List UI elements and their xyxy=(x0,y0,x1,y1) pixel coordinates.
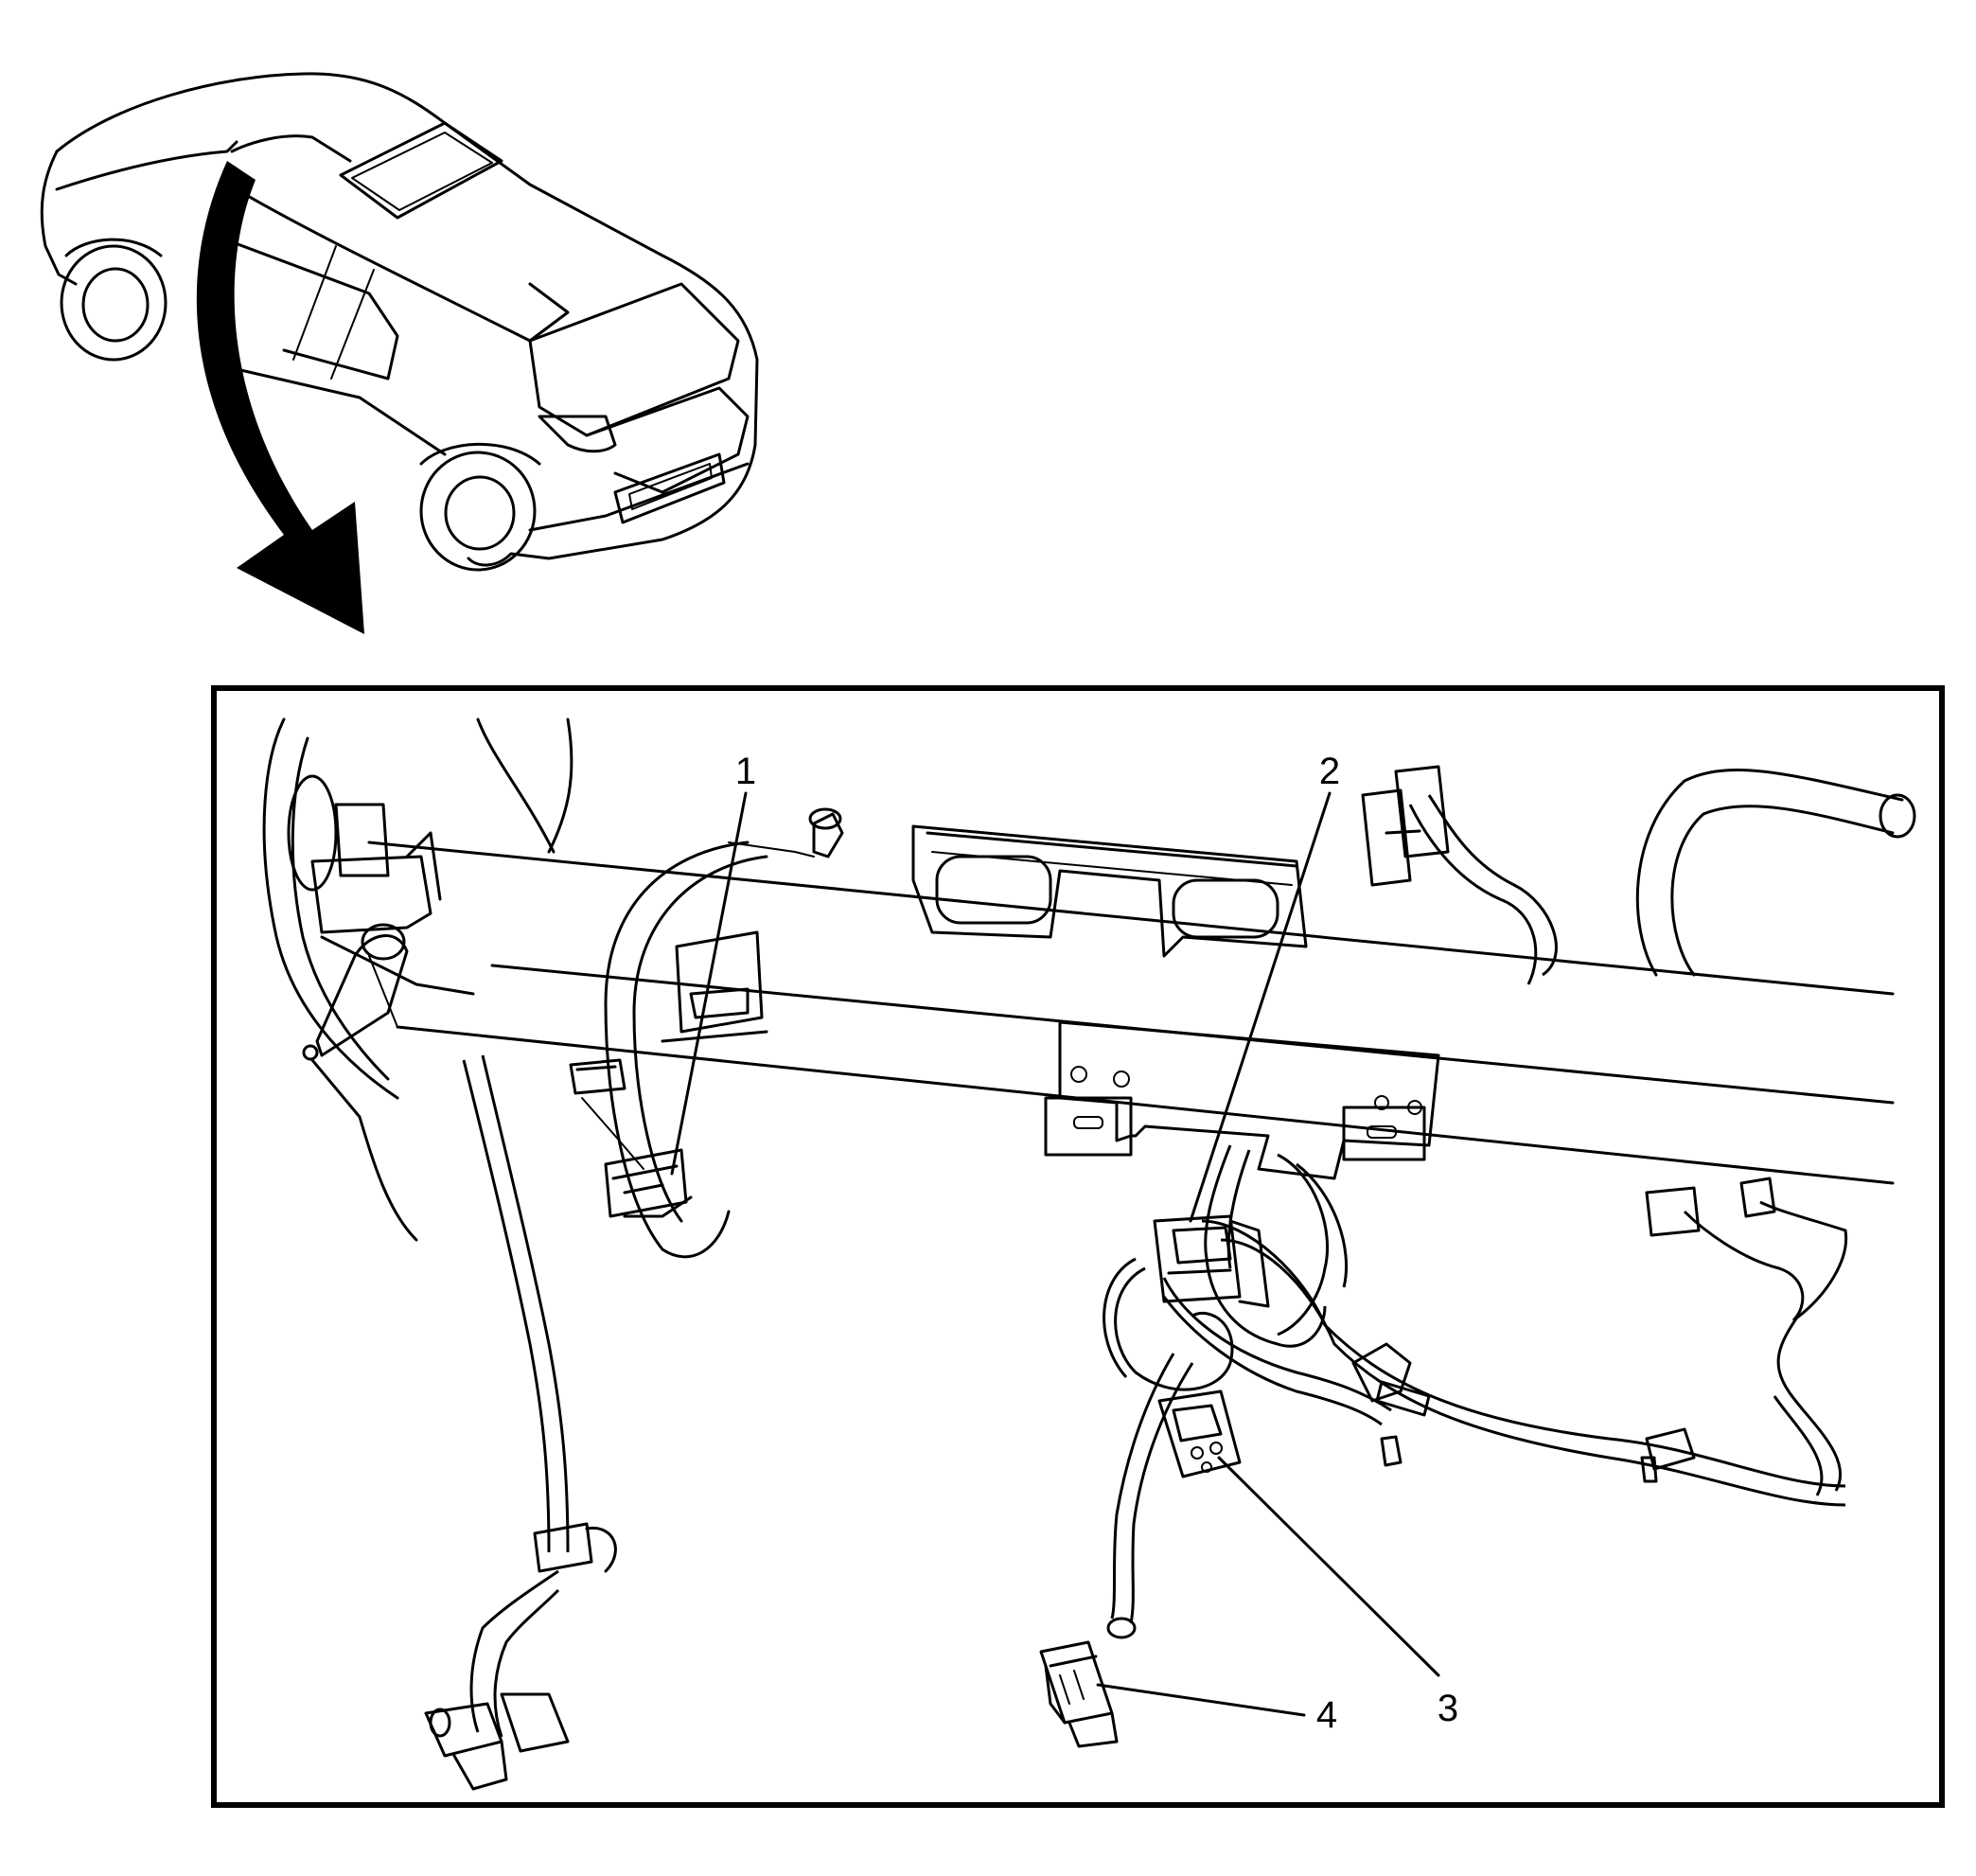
callout-1: 1 xyxy=(735,751,756,792)
instrument-panel-harness-detail xyxy=(262,717,1916,1791)
detail-view-frame xyxy=(211,685,1945,1808)
location-arrow-icon xyxy=(196,161,364,634)
connector-4 xyxy=(1039,1640,1119,1748)
callout-leaders xyxy=(670,791,1440,1717)
callout-3: 3 xyxy=(1438,1688,1458,1729)
vehicle-outline-icon xyxy=(40,72,759,572)
connector-3 xyxy=(1157,1389,1242,1478)
connector-1 xyxy=(604,1148,693,1218)
callout-4: 4 xyxy=(1316,1694,1337,1736)
connector-2 xyxy=(1153,1214,1270,1308)
callout-2: 2 xyxy=(1319,751,1340,792)
